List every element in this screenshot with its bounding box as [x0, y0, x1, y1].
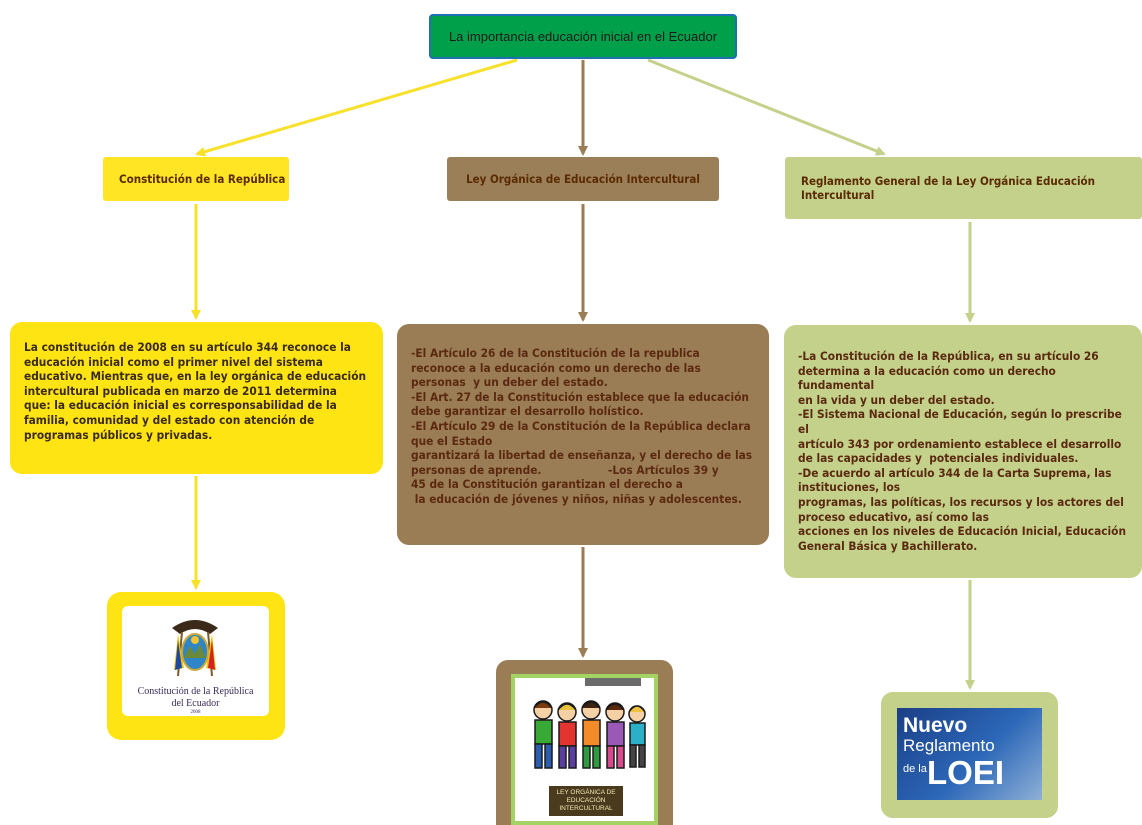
topic-constitucion[interactable]: Constitución de la República	[103, 157, 289, 201]
detail-ley-organica-text: -El Artículo 26 de la Constitución de la…	[411, 346, 753, 506]
loei-book-cover-icon: Nuevo Reglamento de la LOEI	[897, 708, 1042, 800]
detail-reglamento-text: -La Constitución de la República, en su …	[798, 349, 1127, 553]
loei-title-line2: Reglamento	[903, 736, 995, 755]
detail-constitucion-text: La constitución de 2008 en su artículo 3…	[24, 340, 367, 442]
children-group-icon	[533, 700, 646, 769]
ley-organica-cover-frame: LEY ORGÁNICA DE EDUCACIÓN INTERCULTURAL	[511, 674, 658, 825]
link-root-constitucion	[195, 58, 518, 157]
topic-ley-organica-label: Ley Orgánica de Educación Intercultural	[466, 172, 700, 186]
loei-title-line4: LOEI	[927, 754, 1005, 791]
cover-label-line2: EDUCACIÓN	[566, 797, 606, 804]
topic-reglamento-label: Reglamento General de la Ley Orgánica Ed…	[801, 174, 1095, 202]
ley-organica-cover-label: LEY ORGÁNICA DE EDUCACIÓN INTERCULTURAL	[549, 786, 623, 816]
detail-constitucion[interactable]: La constitución de 2008 en su artículo 3…	[10, 322, 383, 474]
loei-title-line3: de la	[903, 763, 927, 775]
constitucion-caption-line2: del Ecuador	[171, 698, 220, 709]
detail-reglamento[interactable]: -La Constitución de la República, en su …	[784, 325, 1142, 578]
image-constitucion[interactable]: Constitución de la República del Ecuador…	[107, 592, 285, 740]
image-reglamento[interactable]: Nuevo Reglamento de la LOEI	[881, 692, 1058, 818]
image-ley-organica[interactable]: LEY ORGÁNICA DE EDUCACIÓN INTERCULTURAL	[496, 660, 673, 825]
topic-ley-organica[interactable]: Ley Orgánica de Educación Intercultural	[447, 157, 719, 201]
root-topic-label: La importancia educación inicial en el E…	[448, 29, 718, 44]
topic-constitucion-label: Constitución de la República	[119, 172, 286, 186]
ley-organica-cover: LEY ORGÁNICA DE EDUCACIÓN INTERCULTURAL	[515, 678, 654, 821]
cover-label-line3: INTERCULTURAL	[559, 805, 613, 812]
detail-ley-organica[interactable]: -El Artículo 26 de la Constitución de la…	[397, 324, 769, 545]
constitucion-caption-year: 2008	[190, 710, 201, 715]
cover-tab-decoration	[585, 678, 641, 686]
constitucion-caption-line1: Constitución de la República	[137, 686, 254, 697]
ecuador-coat-of-arms-icon	[172, 620, 218, 677]
topic-reglamento[interactable]: Reglamento General de la Ley Orgánica Ed…	[785, 157, 1142, 219]
link-root-reglamento	[647, 58, 886, 156]
cover-label-line1: LEY ORGÁNICA DE	[556, 789, 616, 796]
constitucion-cover: Constitución de la República del Ecuador…	[122, 606, 269, 716]
loei-title-line1: Nuevo	[903, 714, 968, 737]
root-topic[interactable]: La importancia educación inicial en el E…	[429, 14, 737, 59]
